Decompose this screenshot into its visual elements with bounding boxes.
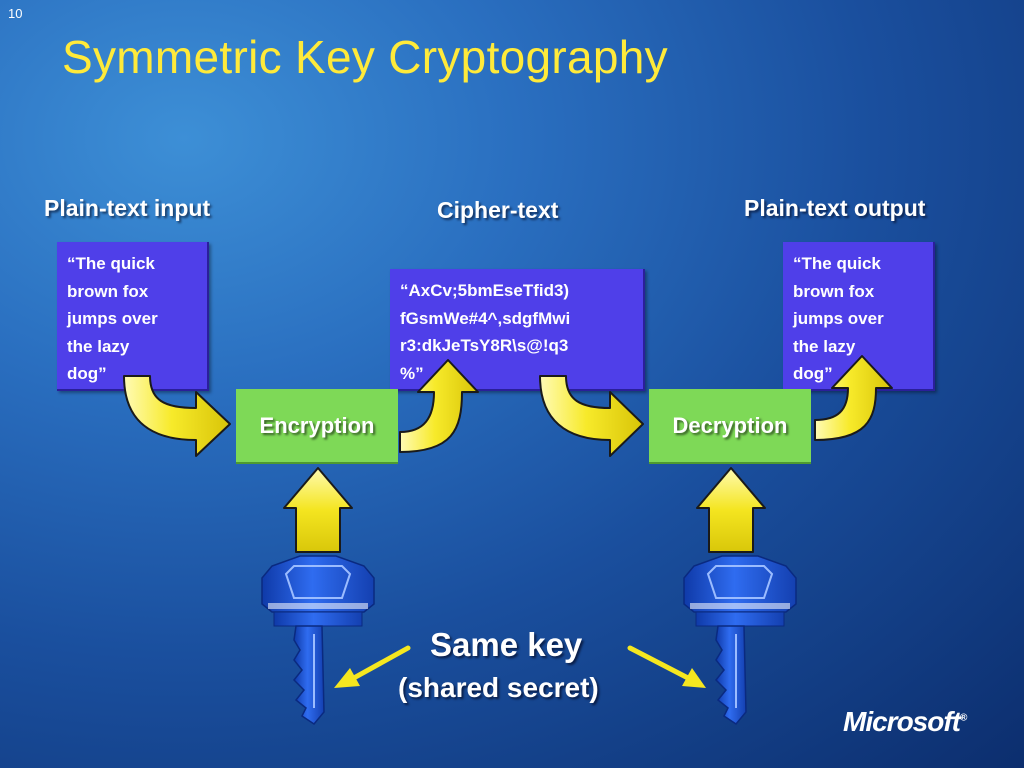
plain-text-input-box: “The quick brown fox jumps over the lazy… [57,242,209,391]
slide-number: 10 [8,6,23,21]
pointer-arrow-icon [334,645,411,688]
curved-arrow-icon [399,359,479,453]
logo-text: Microsoft [843,706,961,737]
logo-registered-mark: ® [960,712,968,724]
key-icon [683,555,797,725]
plain-text-input-label: Plain-text input [44,195,211,221]
cipher-text-label: Cipher-text [437,197,559,223]
curved-arrow-icon [814,355,893,441]
curved-arrow-icon [539,375,644,457]
curved-arrow-icon [123,375,231,457]
cipher-text-box: “AxCv;5bmEseTfid3) fGsmWe#4^,sdgfMwi r3:… [390,269,645,391]
slide-title: Symmetric Key Cryptography [62,31,668,83]
up-arrow-icon [696,467,766,553]
shared-secret-label: (shared secret) [398,672,599,703]
decryption-box: Decryption [649,389,811,464]
microsoft-logo: Microsoft® [843,706,967,738]
up-arrow-icon [283,467,353,553]
plain-text-output-label: Plain-text output [744,195,926,221]
encryption-box: Encryption [236,389,398,464]
pointer-arrow-icon [627,645,706,688]
key-icon [261,555,375,725]
same-key-label: Same key [430,626,583,663]
